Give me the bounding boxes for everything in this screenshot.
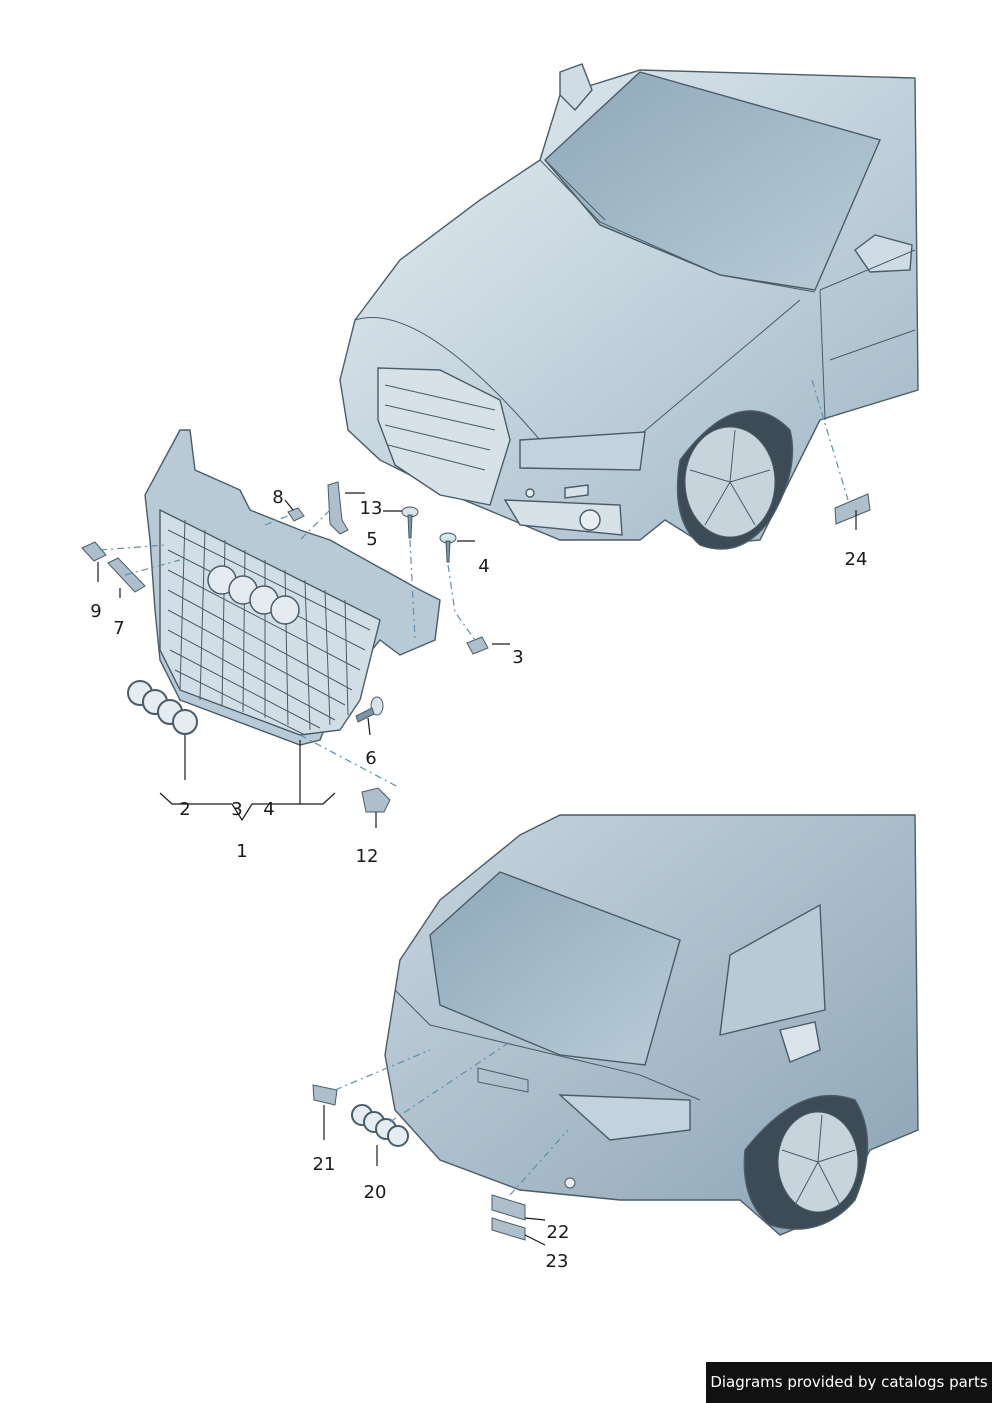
callout-21: 21 — [313, 1154, 336, 1175]
callout-4-group: 4 — [263, 799, 274, 820]
callout-8: 8 — [272, 487, 283, 508]
screw-part-5 — [401, 506, 419, 539]
grille-rings-emblem — [207, 565, 300, 625]
callout-labels: 1 2 3 4 3 4 5 6 7 8 9 12 13 20 21 22 23 … — [90, 487, 867, 1272]
bracket-part-13 — [327, 481, 349, 535]
badge-part-23 — [491, 1217, 526, 1241]
callout-9: 9 — [90, 601, 101, 622]
callout-13: 13 — [360, 498, 383, 519]
callout-22: 22 — [547, 1222, 570, 1243]
callout-4: 4 — [478, 556, 489, 577]
callout-24: 24 — [845, 549, 868, 570]
clip-part-3 — [466, 636, 489, 655]
rings-emblem-rear — [351, 1104, 409, 1147]
badge-part-21 — [312, 1084, 338, 1106]
callout-2: 2 — [179, 799, 190, 820]
callout-20: 20 — [364, 1182, 387, 1203]
radiator-grille-illustration — [144, 429, 441, 746]
callout-23: 23 — [546, 1251, 569, 1272]
callout-6: 6 — [365, 748, 376, 769]
bolt-part-6 — [355, 696, 384, 723]
leader-lines — [97, 379, 857, 1246]
callout-3-group: 3 — [231, 799, 242, 820]
nut-part-12 — [361, 787, 391, 813]
badge-part-24 — [834, 493, 871, 525]
badge-part-22 — [491, 1194, 526, 1221]
credit-banner: Diagrams provided by catalogs parts — [706, 1362, 992, 1403]
callout-3: 3 — [512, 647, 523, 668]
badge-part-9 — [81, 541, 107, 562]
screw-part-4 — [439, 532, 457, 563]
rear-car-illustration — [384, 814, 919, 1236]
callout-7: 7 — [113, 618, 124, 639]
callout-12: 12 — [356, 846, 379, 867]
front-car-illustration — [339, 63, 919, 550]
callout-5: 5 — [366, 529, 377, 550]
callout-1: 1 — [236, 841, 247, 862]
clip-part-8 — [287, 507, 305, 522]
rings-emblem-front — [127, 680, 198, 735]
